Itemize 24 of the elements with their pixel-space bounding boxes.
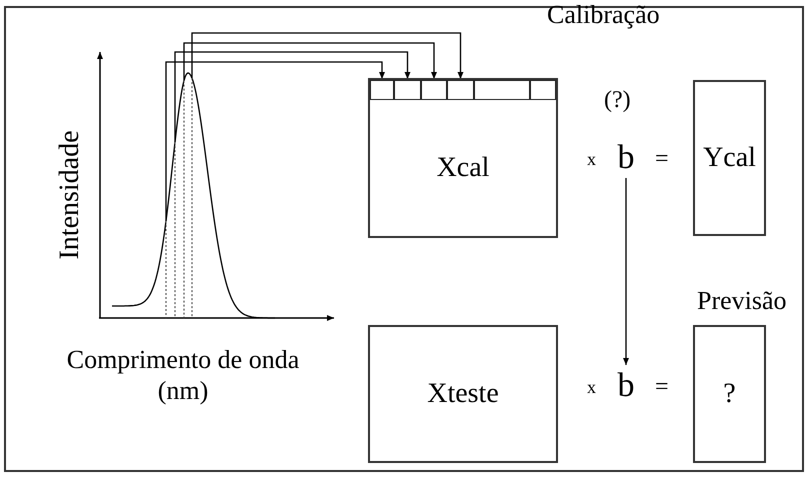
arrow [183, 42, 437, 81]
section-heading: Previsão [697, 288, 787, 314]
matrix-box: Ycal [693, 80, 766, 236]
arrow [623, 178, 629, 365]
label: (?) [604, 88, 631, 112]
arrow [191, 32, 464, 79]
operator-sign: x [587, 378, 596, 396]
operator-sign: x [587, 150, 596, 168]
matrix-box: Xteste [368, 325, 558, 463]
matrix-header-cell [421, 80, 447, 100]
vector-symbol: b [614, 138, 638, 178]
matrix-header-cell [447, 80, 474, 100]
axis-title: Comprimento de onda (nm) [66, 344, 300, 406]
matrix-header-cell [394, 80, 421, 100]
section-heading: Calibração [547, 2, 660, 28]
operator-sign: = [655, 147, 669, 171]
vector-symbol: b [614, 366, 638, 406]
matrix-box: ? [693, 325, 766, 463]
operator-sign: = [655, 375, 669, 399]
matrix-header-cell [370, 80, 394, 100]
matrix-header-cell [474, 80, 530, 100]
matrix-box: Xcal [368, 78, 558, 238]
matrix-header-cell [530, 80, 556, 100]
axis-title: Intensidade [56, 130, 84, 260]
